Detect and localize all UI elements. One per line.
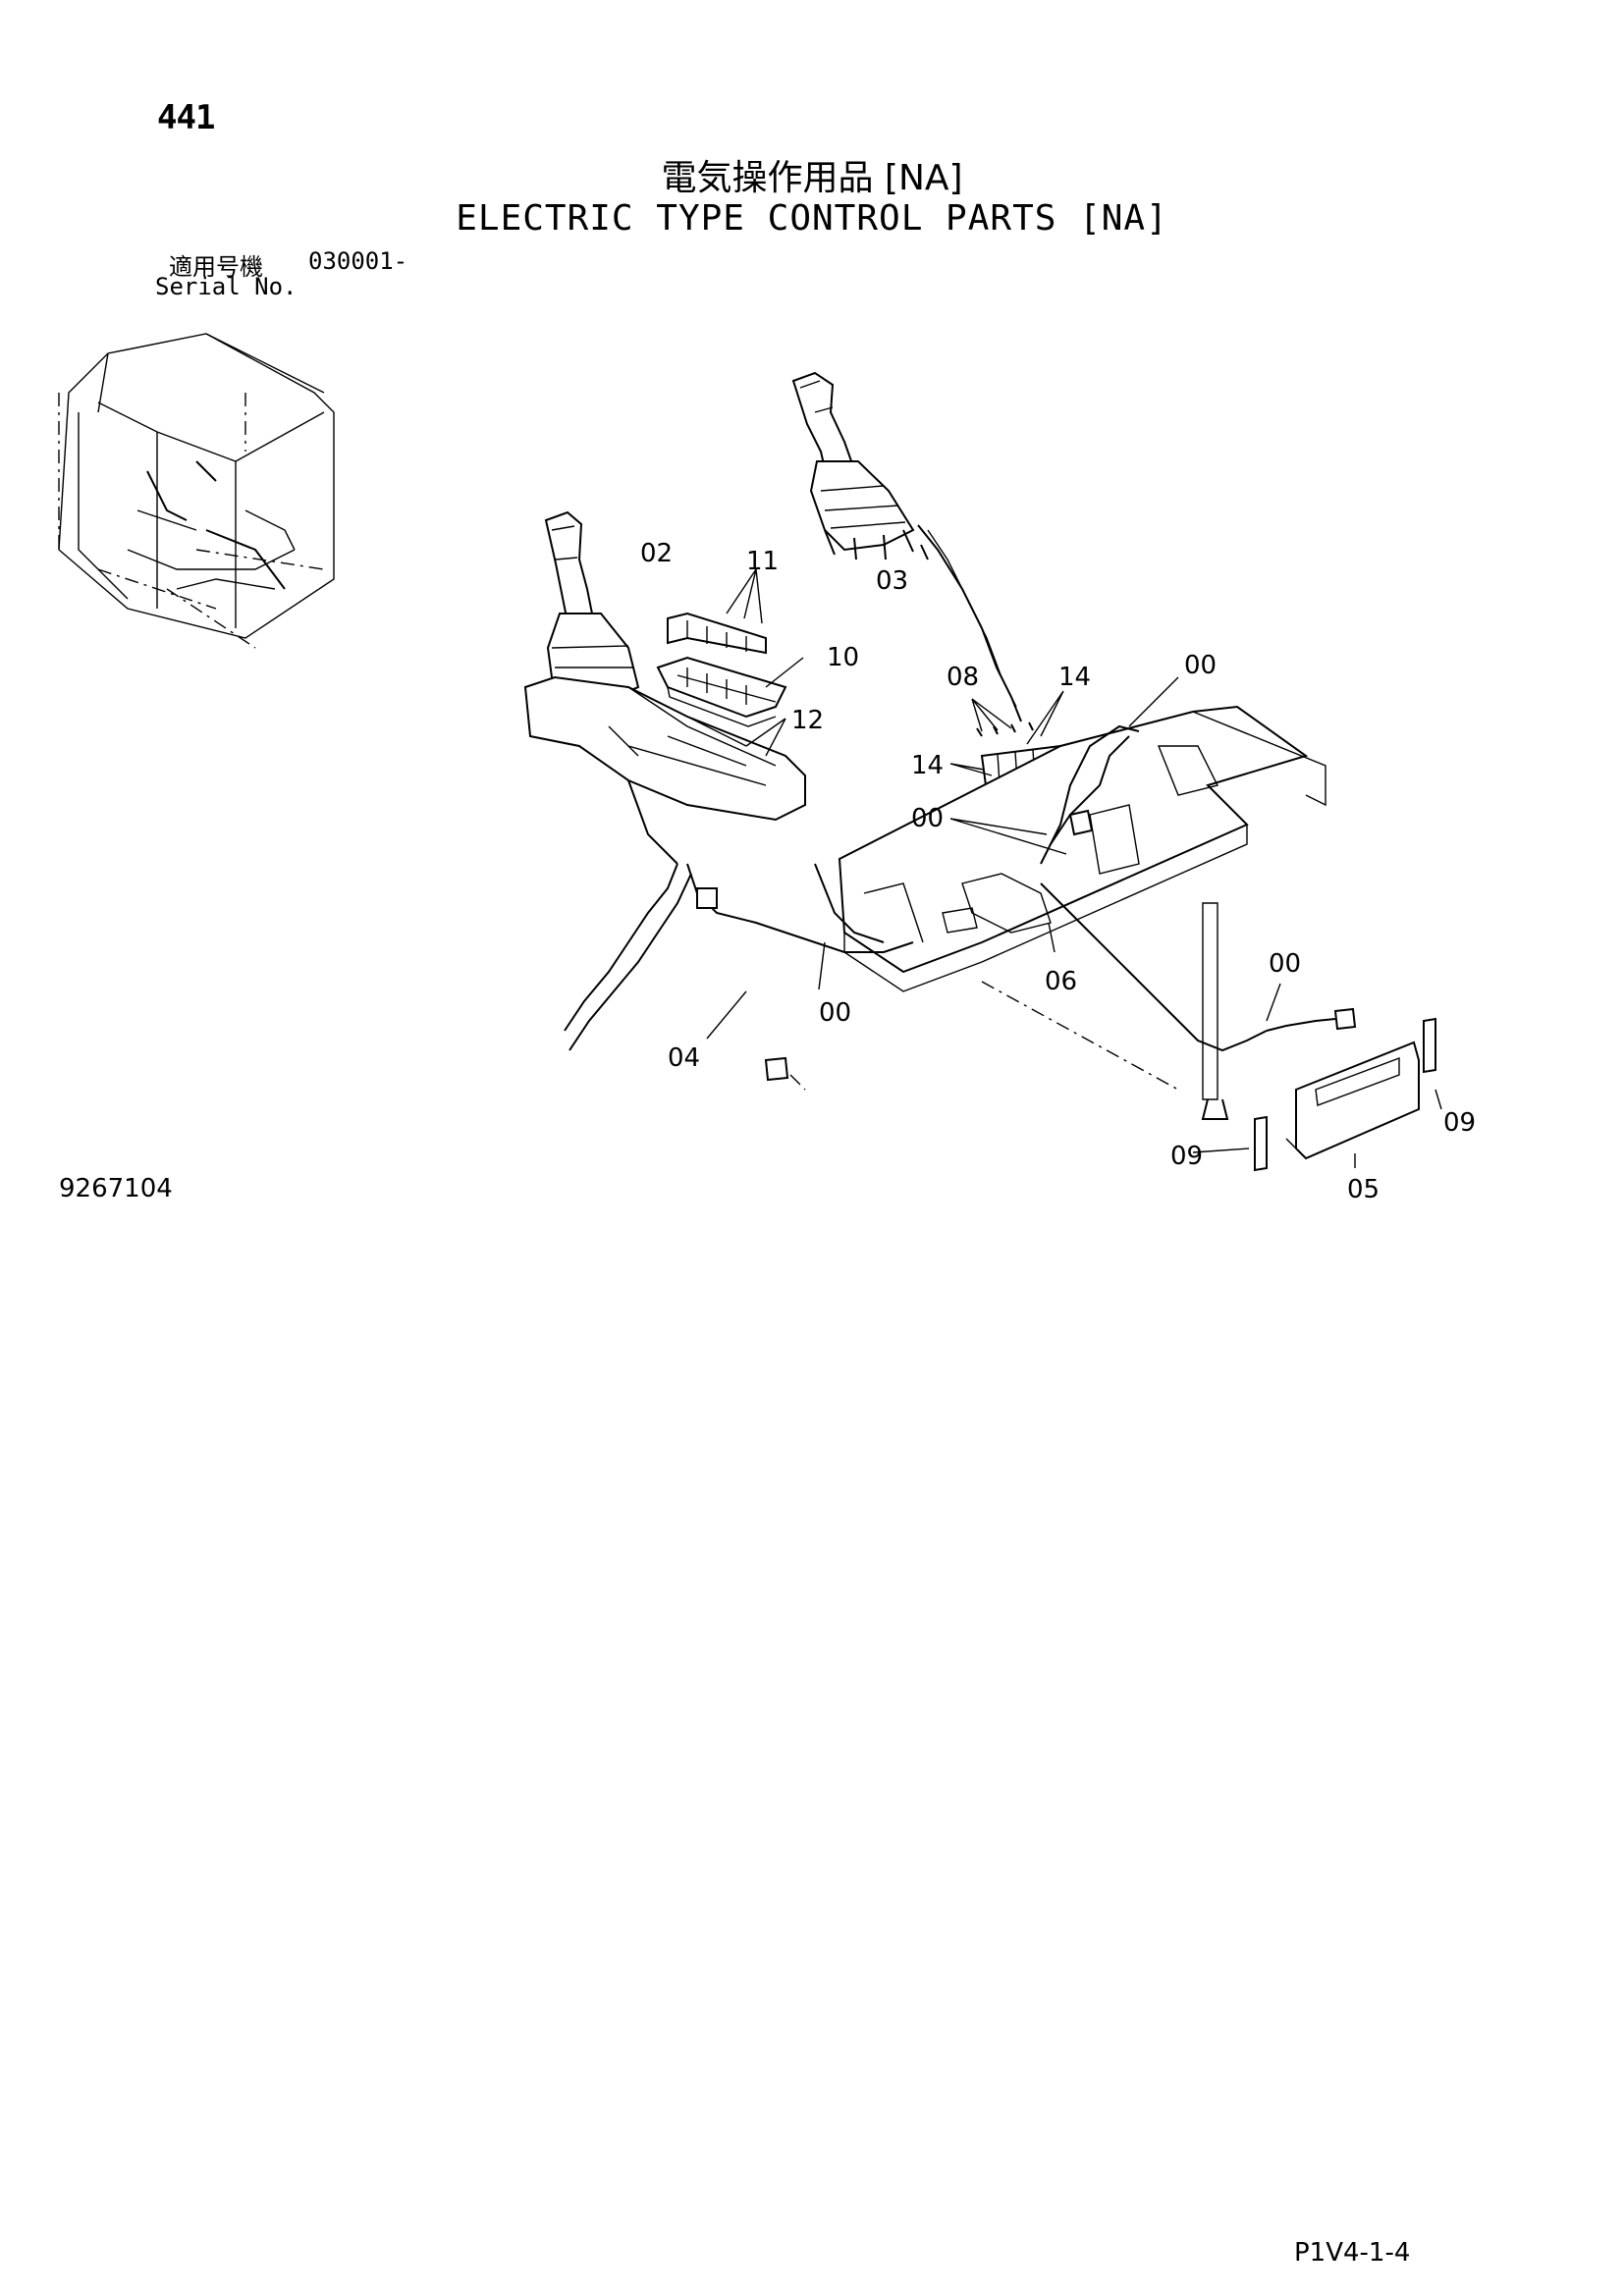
callout-09-right: 09: [1443, 1108, 1476, 1138]
callout-04: 04: [668, 1043, 700, 1073]
serial-label-english: Serial No.: [155, 273, 298, 300]
callout-11: 11: [746, 547, 779, 576]
callout-00-middle: 00: [911, 804, 944, 833]
serial-label-japanese: 適用号機: [169, 253, 263, 281]
switch-panel-parts: [656, 612, 787, 727]
cover-and-spacers: [1254, 1017, 1436, 1172]
floor-bracket-plate: [838, 705, 1326, 1120]
callout-12: 12: [791, 706, 824, 735]
page-number: 441: [157, 98, 215, 137]
callout-05: 05: [1347, 1175, 1380, 1204]
right-control-lever: [791, 371, 1022, 722]
callout-00-lower: 00: [819, 998, 851, 1028]
callout-00-right: 00: [1269, 949, 1301, 979]
callout-06: 06: [1045, 967, 1077, 996]
callout-03: 03: [876, 566, 908, 596]
callout-09-left: 09: [1170, 1142, 1203, 1171]
callout-leader-lines: [706, 568, 1442, 1168]
callout-14-lower: 14: [911, 751, 944, 780]
page-reference: P1V4-1-4: [1294, 2238, 1411, 2268]
callout-08: 08: [947, 663, 979, 692]
serial-number-range: 030001-: [308, 247, 408, 275]
left-control-lever-console: [523, 510, 806, 865]
callout-00-top: 00: [1184, 651, 1217, 680]
figure-number: 9267104: [59, 1174, 173, 1203]
callout-14-upper: 14: [1058, 663, 1091, 692]
callout-02: 02: [640, 539, 673, 568]
callout-10: 10: [827, 643, 859, 672]
page-title-japanese: 電気操作用品 [NA]: [661, 158, 963, 198]
wiring-harness: [564, 724, 1357, 1091]
cab-location-thumbnail: [58, 333, 335, 649]
page-title-english: ELECTRIC TYPE CONTROL PARTS [NA]: [456, 198, 1168, 239]
